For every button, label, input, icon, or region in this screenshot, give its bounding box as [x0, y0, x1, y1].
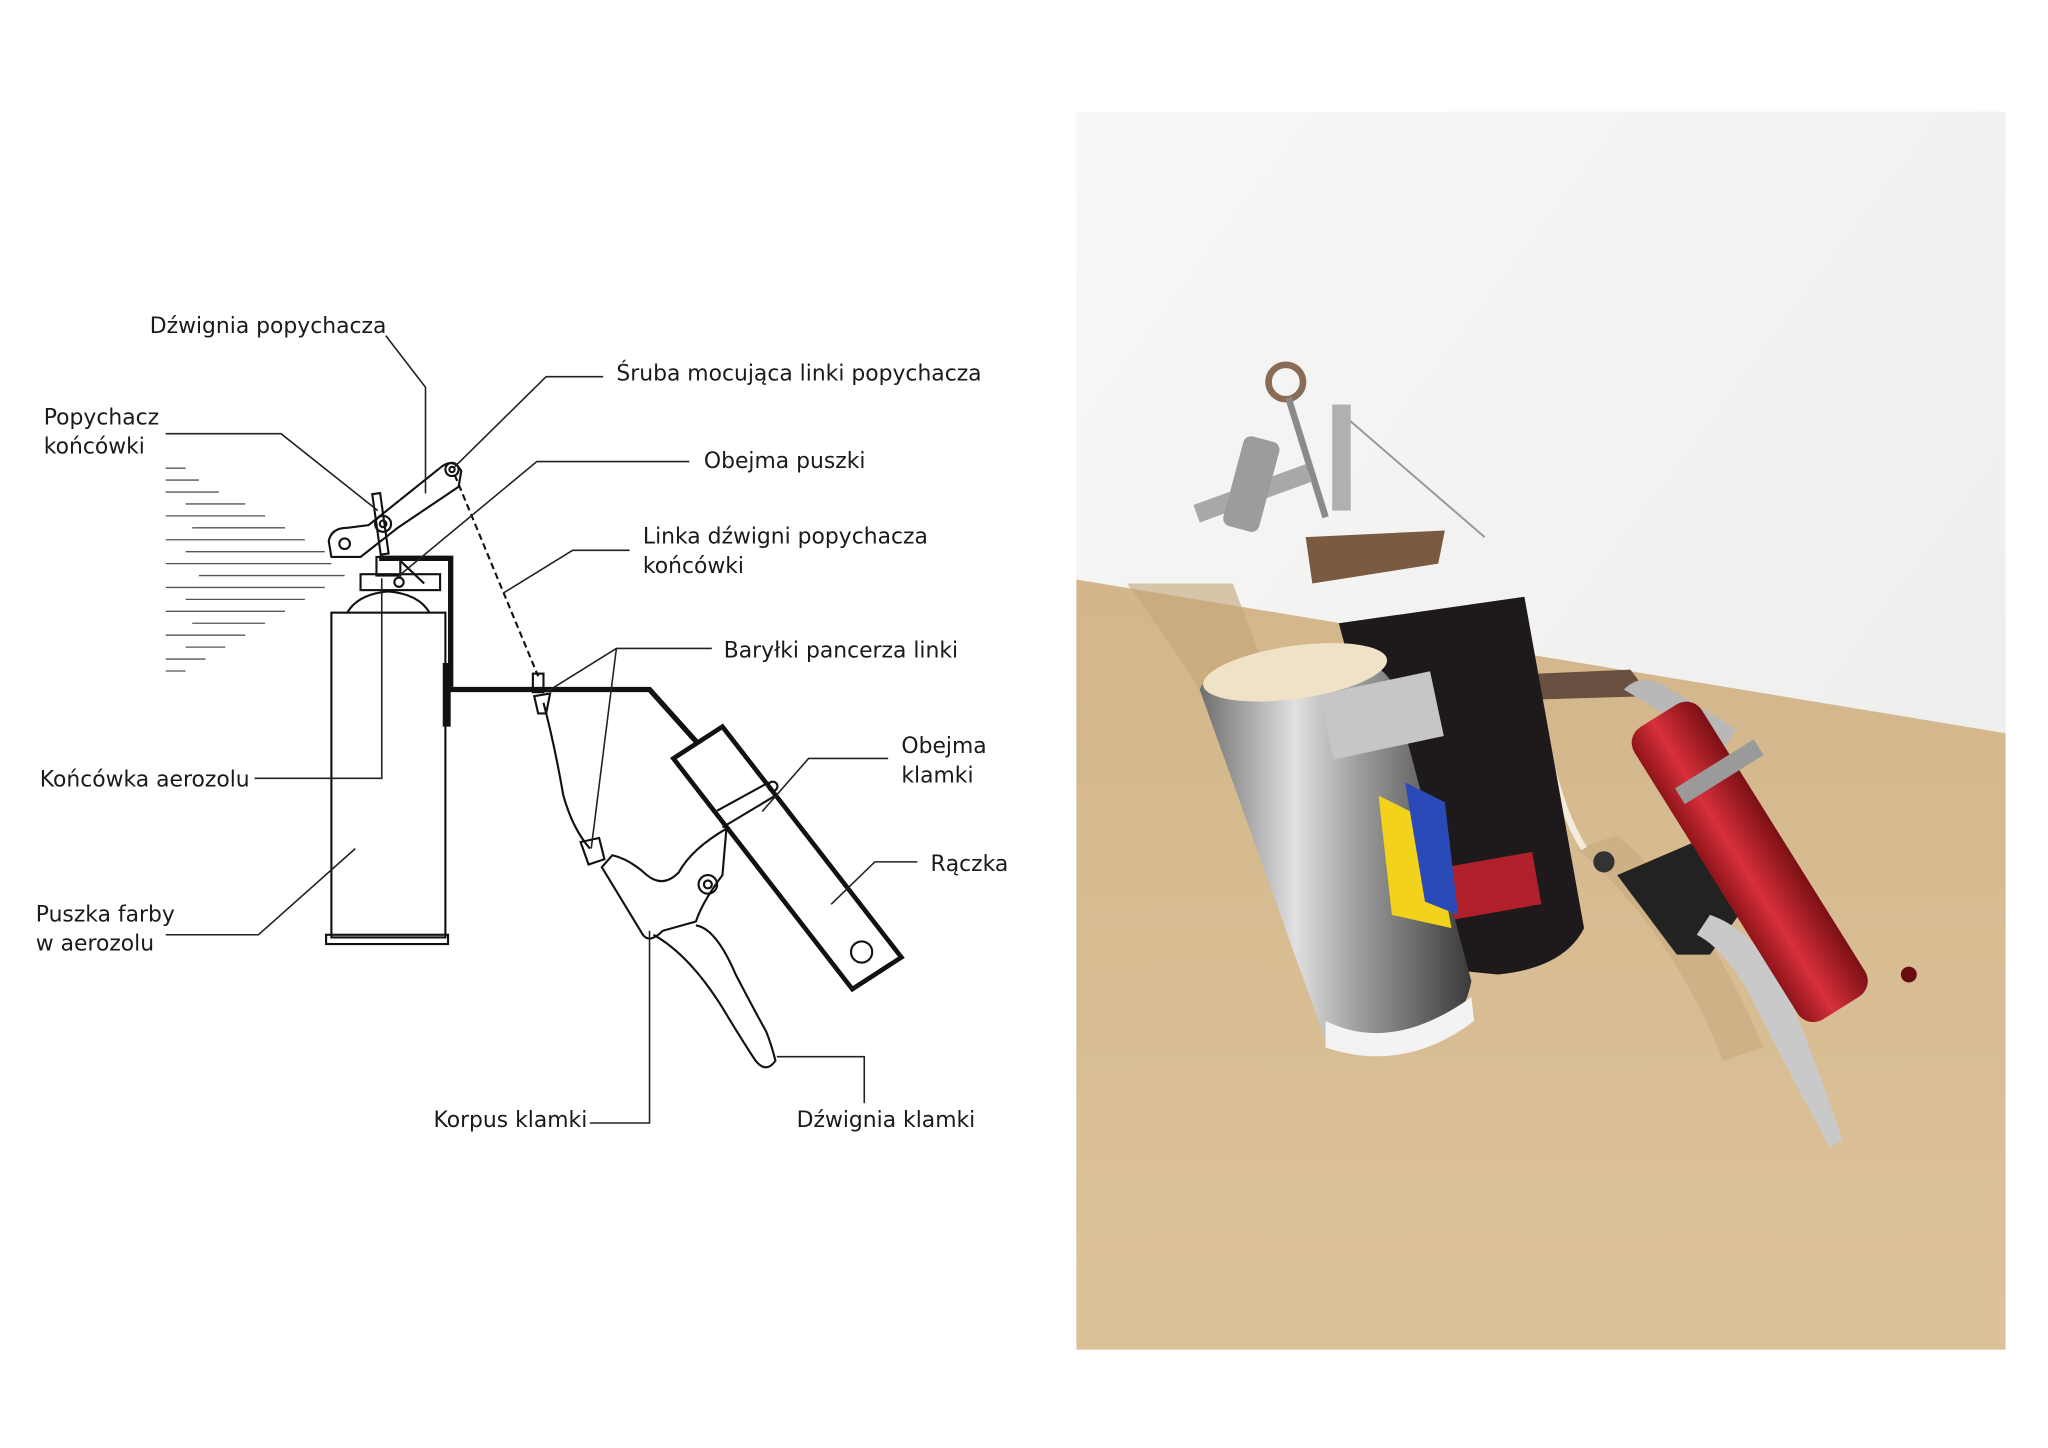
brake-lever: [600, 826, 777, 1069]
photo-handle: [1631, 701, 1917, 1023]
aerosol-can: [325, 555, 450, 946]
label-tip-pusher-line1: Popychacz: [44, 405, 159, 430]
device-photo: [1076, 111, 2006, 1350]
label-handle: Rączka: [931, 852, 1009, 877]
pusher-lever: [327, 461, 463, 559]
cable-housing: [542, 702, 591, 850]
label-barrels: Baryłki pancerza linki: [724, 639, 958, 664]
spray-mist: [165, 467, 345, 672]
photo-cans: [1199, 596, 1585, 1057]
label-aerosol-tip: Końcówka aerozolu: [40, 767, 250, 792]
label-lever-clamp-line1: Obejma: [901, 734, 986, 759]
cable-barrels: [531, 672, 606, 866]
label-pusher-lever: Dźwignia popychacza: [150, 314, 387, 339]
bracket: [379, 555, 721, 769]
handle: [670, 723, 905, 993]
leader-lines: [165, 335, 918, 1124]
label-cable-line2: końcówki: [643, 554, 744, 579]
label-tip-pusher-line2: końcówki: [44, 435, 145, 460]
label-brake-lever: Dźwignia klamki: [797, 1108, 976, 1133]
label-lever-body: Korpus klamki: [433, 1108, 587, 1133]
label-lever-clamp-line2: klamki: [901, 763, 973, 788]
label-can-line1: Puszka farby: [36, 903, 175, 928]
mechanism-diagram: Dźwignia popychacza Śruba mocująca linki…: [36, 314, 1009, 1133]
label-can-clamp: Obejma puszki: [704, 449, 866, 474]
label-can-line2: w aerozolu: [36, 932, 154, 957]
label-cable-line1: Linka dźwigni popychacza: [643, 525, 928, 550]
pusher-cable: [453, 474, 540, 677]
label-cable-screw: Śruba mocująca linki popychacza: [616, 361, 981, 387]
